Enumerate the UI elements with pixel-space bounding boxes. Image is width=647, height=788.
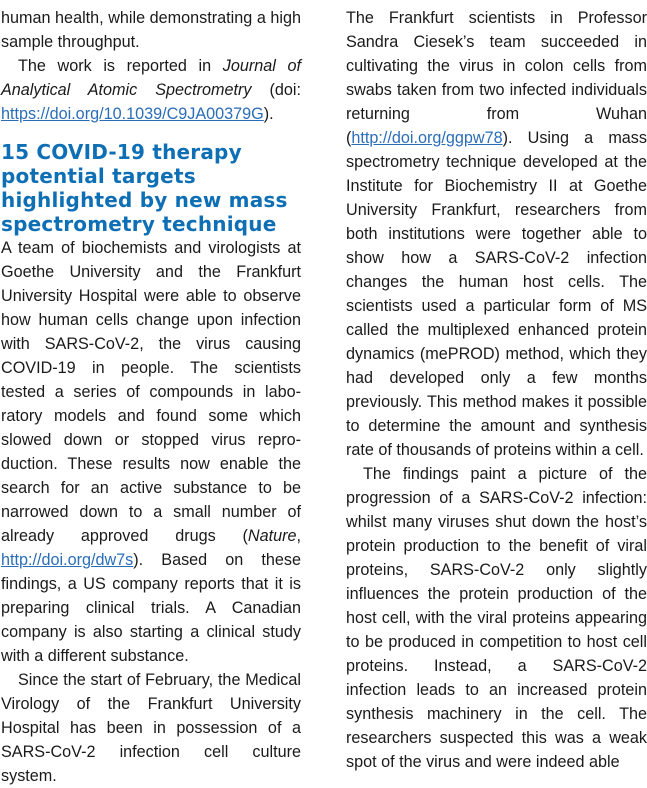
text-span: A team of biochemists and virologists at… <box>1 239 301 545</box>
text-span: The Frankfurt scientists in Professor Sa… <box>346 9 647 147</box>
text-span: ). Using a mass spectrom­etry technique … <box>346 129 647 459</box>
text-span: The work is reported in <box>18 57 223 75</box>
paragraph-body: The Frankfurt scientists in Professor Sa… <box>346 6 647 462</box>
nature-link[interactable]: http://doi.org/dw7s <box>1 551 134 569</box>
paragraph-continued: human health, while demonstrating a high… <box>1 9 301 51</box>
text-span: ). Based on these findings, a US company… <box>1 551 301 665</box>
text-span: , <box>296 527 302 545</box>
right-column: The Frankfurt scientists in Professor Sa… <box>346 6 647 774</box>
journal-title: Journal of Analytical Atomic Spectrometr… <box>1 57 301 99</box>
text-span: ). <box>263 105 274 123</box>
wuhan-study-link[interactable]: http://doi.org/ggpw78 <box>351 129 503 147</box>
journal-title: Nature <box>247 527 297 545</box>
paragraph-body: The findings paint a picture of the prog… <box>346 465 647 771</box>
paragraph-publication-note: The work is reported in Journal of Analy… <box>1 54 301 126</box>
article-headline: 15 COVID-19 therapy potential targets hi… <box>1 140 288 236</box>
doi-link[interactable]: https://doi.org/10.1039/C9JA00379G <box>1 105 264 123</box>
left-column: human health, while demonstrating a high… <box>1 6 301 788</box>
paragraph-intro: A team of biochemists and virologists at… <box>1 236 301 668</box>
text-span: (doi: <box>251 81 301 99</box>
paragraph-body: Since the start of February, the Medical… <box>1 671 301 785</box>
